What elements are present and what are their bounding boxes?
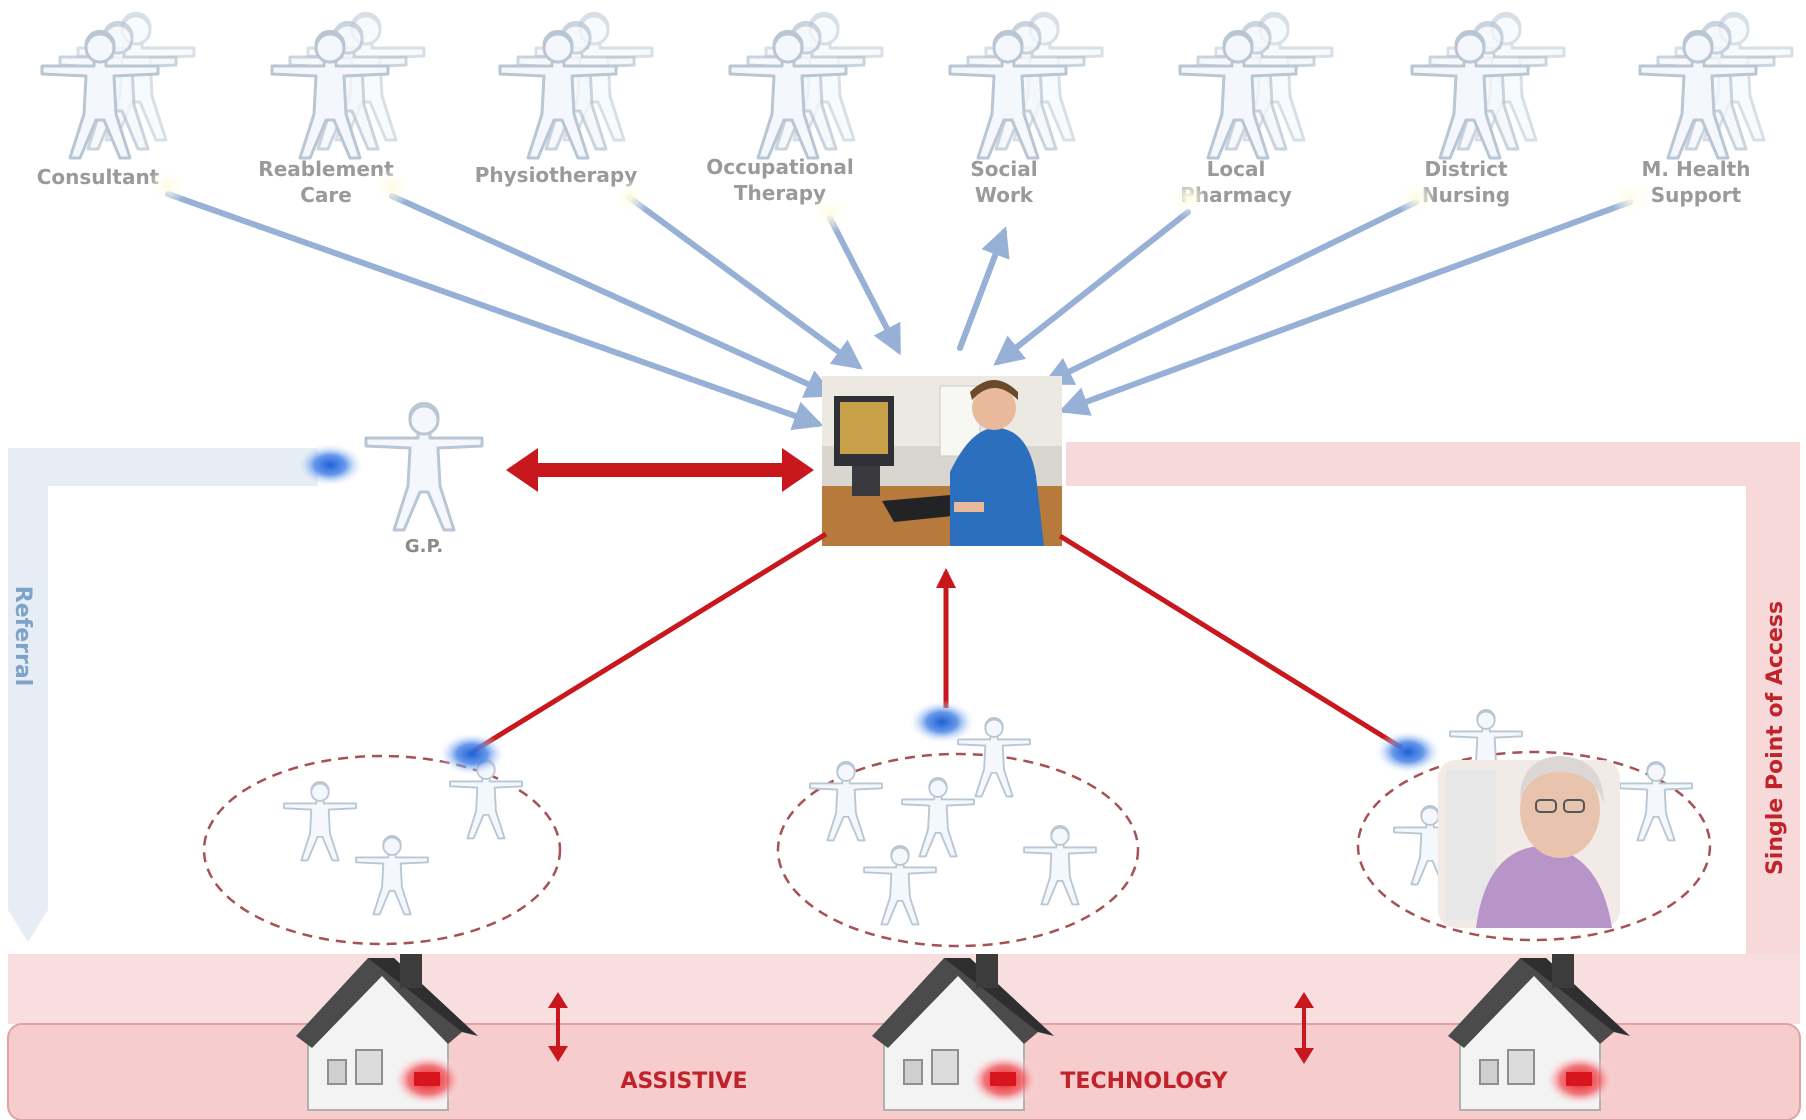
occupational-therapy-figure	[730, 13, 882, 158]
occupational-label-line2: Therapy	[734, 181, 826, 205]
technology-label: TECHNOLOGY	[1060, 1069, 1228, 1094]
right-community-node	[1374, 730, 1442, 774]
local-pharmacy-figure	[1180, 13, 1332, 158]
right-community	[1356, 708, 1712, 942]
local-pharmacy-arrow	[993, 209, 1191, 366]
social-work-figure	[950, 13, 1102, 158]
consultant-arrow	[165, 191, 824, 431]
referral-label: Referral	[10, 586, 35, 686]
social-work-label-line1: Social	[970, 157, 1037, 181]
left-community-node	[438, 732, 506, 776]
district-nursing-arrow	[1042, 199, 1419, 385]
occupational-label-line1: Occupational	[706, 155, 854, 179]
assistive-label: ASSISTIVE	[620, 1069, 747, 1094]
district-nursing-figure	[1412, 13, 1564, 158]
physiotherapy-figure	[500, 13, 652, 158]
professional-arrows	[165, 191, 1633, 431]
gp-glow-node	[296, 443, 364, 487]
physiotherapy-arrow	[627, 195, 863, 370]
gp-hub-double-arrow	[506, 448, 814, 492]
care-coordinator-photo	[822, 376, 1062, 546]
center-community	[776, 700, 1140, 948]
reablement-label-line1: Reablement	[258, 157, 394, 181]
gp-node: G.P.	[296, 401, 484, 557]
left-vertical-double-arrow	[548, 992, 568, 1062]
reablement-label-line2: Care	[300, 183, 352, 207]
local-pharmacy-label-line1: Local	[1207, 157, 1266, 181]
right-vertical-double-arrow	[1294, 992, 1314, 1064]
occupational-arrow	[827, 215, 901, 356]
professional-glows	[148, 166, 1650, 234]
left-community	[202, 732, 562, 946]
single-point-of-access-band: Single Point of Access	[1066, 442, 1800, 1020]
gp-label: G.P.	[405, 536, 443, 557]
consultant-label: Consultant	[37, 165, 160, 189]
patient-portrait	[1438, 756, 1620, 928]
center-community-node	[908, 700, 976, 744]
social-work-label-line2: Work	[975, 183, 1034, 207]
district-nursing-label-line2: Nursing	[1422, 183, 1510, 207]
consultant-figure	[42, 13, 194, 158]
single-point-of-access-label: Single Point of Access	[1763, 601, 1788, 875]
mental-health-arrow	[1058, 199, 1633, 416]
mental-health-label-line2: Support	[1651, 183, 1742, 207]
professionals-row	[42, 13, 1792, 158]
reablement-care-figure	[272, 13, 424, 158]
referral-band: Referral	[8, 448, 318, 942]
district-nursing-label-line1: District	[1424, 157, 1507, 181]
reablement-arrow	[389, 193, 836, 398]
mental-health-support-figure	[1640, 13, 1792, 158]
physiotherapy-label: Physiotherapy	[475, 163, 638, 187]
right-community-arrow	[1058, 533, 1404, 751]
mental-health-label-line1: M. Health	[1642, 157, 1751, 181]
social-work-arrow	[957, 226, 1010, 351]
left-community-arrow	[470, 531, 828, 755]
professional-labels: Consultant Reablement Care Physiotherapy…	[37, 155, 1751, 207]
community-arrows	[470, 531, 1404, 755]
